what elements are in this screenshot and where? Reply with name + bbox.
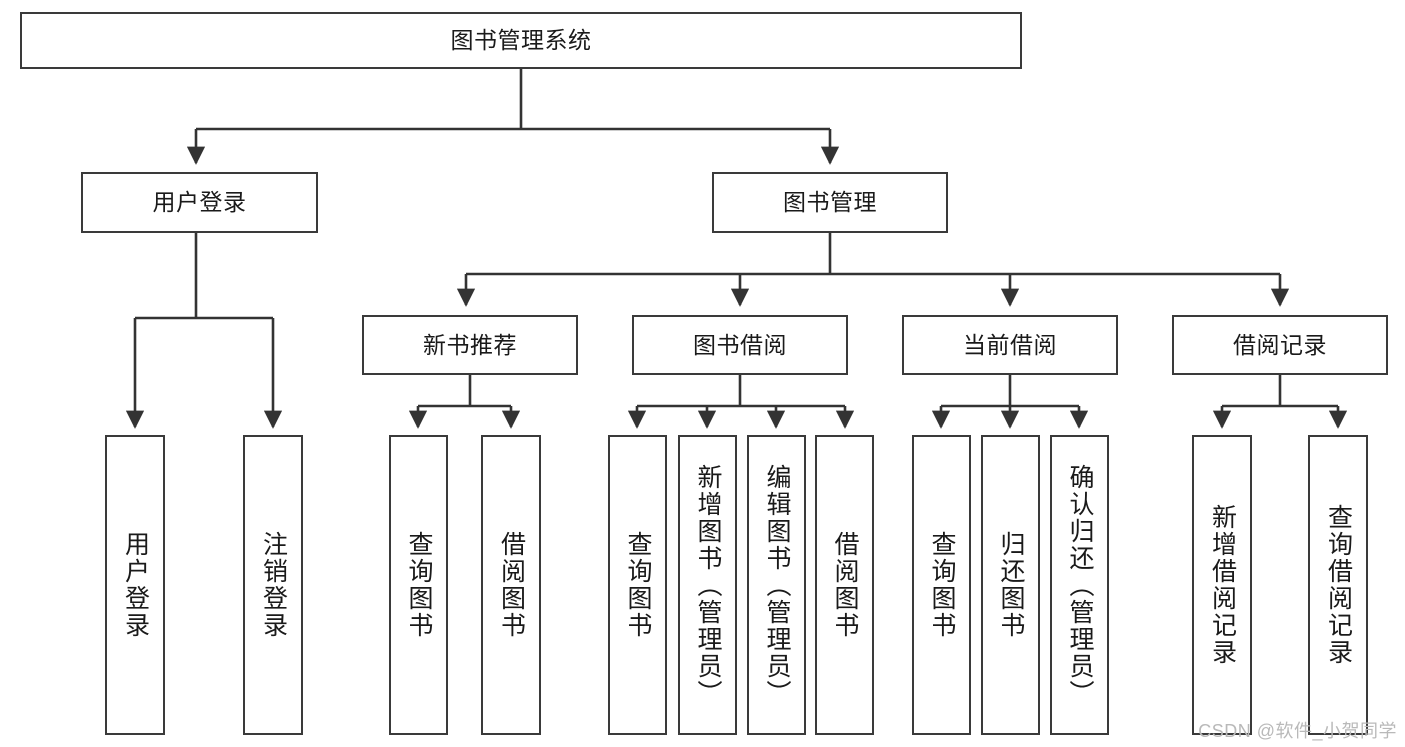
- node-label: 新增图书（管理员）: [694, 463, 722, 707]
- node-book-management[interactable]: 图书管理: [712, 172, 948, 233]
- leaf-query-book-current[interactable]: 查询图书: [912, 435, 971, 735]
- node-label: 查询图书: [405, 531, 433, 639]
- node-label: 图书管理: [783, 189, 877, 216]
- node-label: 归还图书: [997, 531, 1025, 639]
- node-label: 图书管理系统: [450, 27, 592, 54]
- node-label: 图书借阅: [693, 331, 787, 358]
- node-label: 借阅图书: [497, 531, 526, 639]
- node-new-book-recommend[interactable]: 新书推荐: [362, 315, 578, 375]
- leaf-query-book-recommend[interactable]: 查询图书: [389, 435, 448, 735]
- node-label: 用户登录: [121, 531, 150, 639]
- node-root-system[interactable]: 图书管理系统: [20, 12, 1022, 69]
- leaf-query-book[interactable]: 查询图书: [608, 435, 667, 735]
- node-user-login[interactable]: 用户登录: [81, 172, 318, 233]
- leaf-borrow-book[interactable]: 借阅图书: [815, 435, 874, 735]
- leaf-return-book[interactable]: 归还图书: [981, 435, 1040, 735]
- node-current-borrow[interactable]: 当前借阅: [902, 315, 1118, 375]
- node-label: 借阅图书: [831, 531, 859, 639]
- node-label: 新增借阅记录: [1208, 504, 1237, 666]
- node-label: 查询图书: [624, 531, 652, 639]
- node-label: 确认归还（管理员）: [1066, 463, 1094, 707]
- node-label: 查询图书: [928, 531, 956, 639]
- node-label: 新书推荐: [423, 331, 517, 358]
- watermark: CSDN @软件_小贺同学: [1198, 721, 1397, 741]
- leaf-logout[interactable]: 注销登录: [243, 435, 303, 735]
- leaf-query-borrow-record[interactable]: 查询借阅记录: [1308, 435, 1368, 735]
- node-label: 编辑图书（管理员）: [763, 463, 791, 707]
- node-label: 用户登录: [152, 189, 247, 216]
- leaf-borrow-book-recommend[interactable]: 借阅图书: [481, 435, 541, 735]
- node-borrow-records[interactable]: 借阅记录: [1172, 315, 1388, 375]
- leaf-add-borrow-record[interactable]: 新增借阅记录: [1192, 435, 1252, 735]
- leaf-user-login[interactable]: 用户登录: [105, 435, 165, 735]
- node-label: 注销登录: [259, 531, 288, 639]
- node-label: 查询借阅记录: [1324, 504, 1353, 666]
- leaf-confirm-return-admin[interactable]: 确认归还（管理员）: [1050, 435, 1109, 735]
- leaf-add-book-admin[interactable]: 新增图书（管理员）: [678, 435, 737, 735]
- node-label: 借阅记录: [1233, 331, 1327, 358]
- leaf-edit-book-admin[interactable]: 编辑图书（管理员）: [747, 435, 806, 735]
- node-label: 当前借阅: [963, 331, 1057, 358]
- node-book-borrow[interactable]: 图书借阅: [632, 315, 848, 375]
